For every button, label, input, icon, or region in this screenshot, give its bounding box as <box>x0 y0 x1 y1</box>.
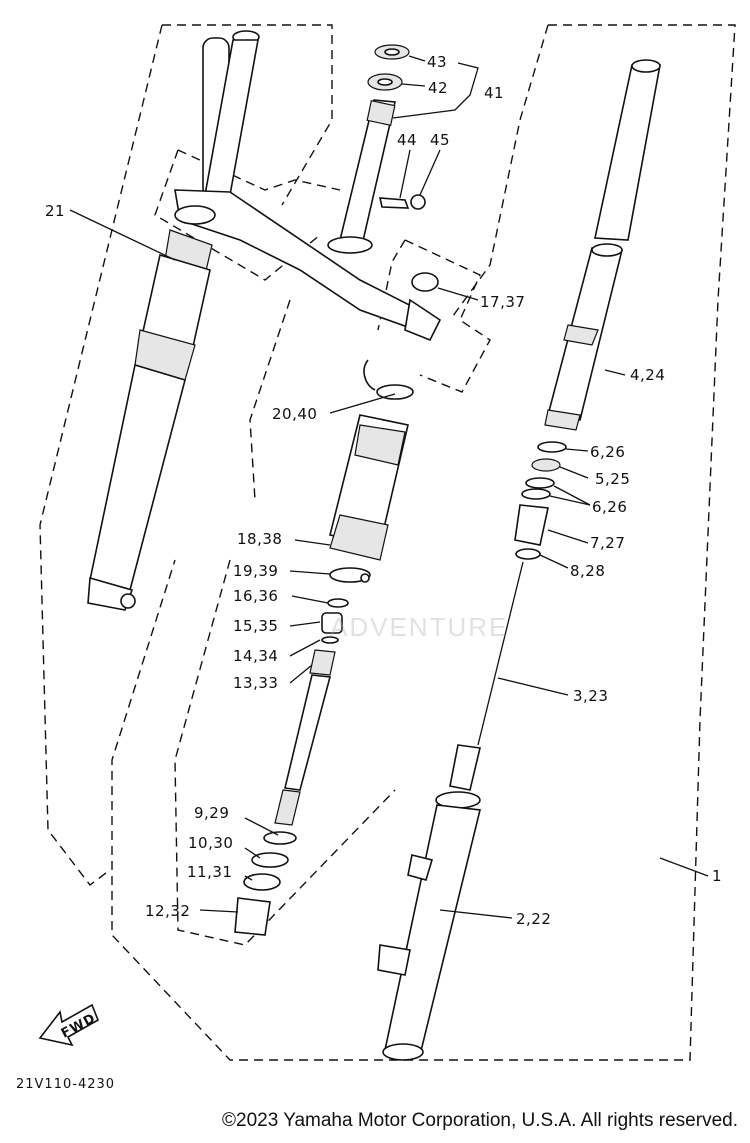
callout-12-32: 12,32 <box>145 902 190 920</box>
callout-3-23: 3,23 <box>573 687 608 705</box>
callout-16-36: 16,36 <box>233 587 278 605</box>
callout-19-39: 19,39 <box>233 562 278 580</box>
callout-6-26-lower: 6,26 <box>592 498 627 516</box>
callout-41: 41 <box>484 84 504 102</box>
assembly-outline-left <box>39 24 333 886</box>
callout-7-27: 7,27 <box>590 534 625 552</box>
callout-1: 1 <box>712 867 722 885</box>
callout-labels: 43 42 41 44 45 21 17,37 4,24 20,40 6,26 … <box>45 53 722 928</box>
callout-6-26-upper: 6,26 <box>590 443 625 461</box>
callout-10-30: 10,30 <box>188 834 233 852</box>
watermark: ADVENTURE <box>330 612 509 642</box>
callout-17-37: 17,37 <box>480 293 525 311</box>
callout-5-25: 5,25 <box>595 470 630 488</box>
callout-42: 42 <box>428 79 448 97</box>
steering-stem <box>327 44 426 254</box>
fork-leg-left-assembly <box>87 30 436 611</box>
callout-14-34: 14,34 <box>233 647 278 665</box>
callout-20-40: 20,40 <box>272 405 317 423</box>
callout-4-24: 4,24 <box>630 366 665 384</box>
callout-8-28: 8,28 <box>570 562 605 580</box>
callout-11-31: 11,31 <box>187 863 232 881</box>
callout-44: 44 <box>397 131 417 149</box>
callout-45: 45 <box>430 131 450 149</box>
callout-2-22: 2,22 <box>516 910 551 928</box>
callout-18-38: 18,38 <box>237 530 282 548</box>
callout-9-29: 9,29 <box>194 804 229 822</box>
fork-leg-right-assembly <box>377 59 661 1061</box>
callout-21: 21 <box>45 202 65 220</box>
drawing-code: 21V110-4230 <box>16 1077 115 1092</box>
fwd-arrow-icon: FWD <box>38 1003 100 1047</box>
callout-15-35: 15,35 <box>233 617 278 635</box>
assembly-outline-right <box>111 24 736 1061</box>
callout-13-33: 13,33 <box>233 674 278 692</box>
damper-column <box>234 272 442 936</box>
leader-lines <box>69 55 709 919</box>
copyright-notice: ©2023 Yamaha Motor Corporation, U.S.A. A… <box>222 1110 738 1131</box>
callout-43: 43 <box>427 53 447 71</box>
